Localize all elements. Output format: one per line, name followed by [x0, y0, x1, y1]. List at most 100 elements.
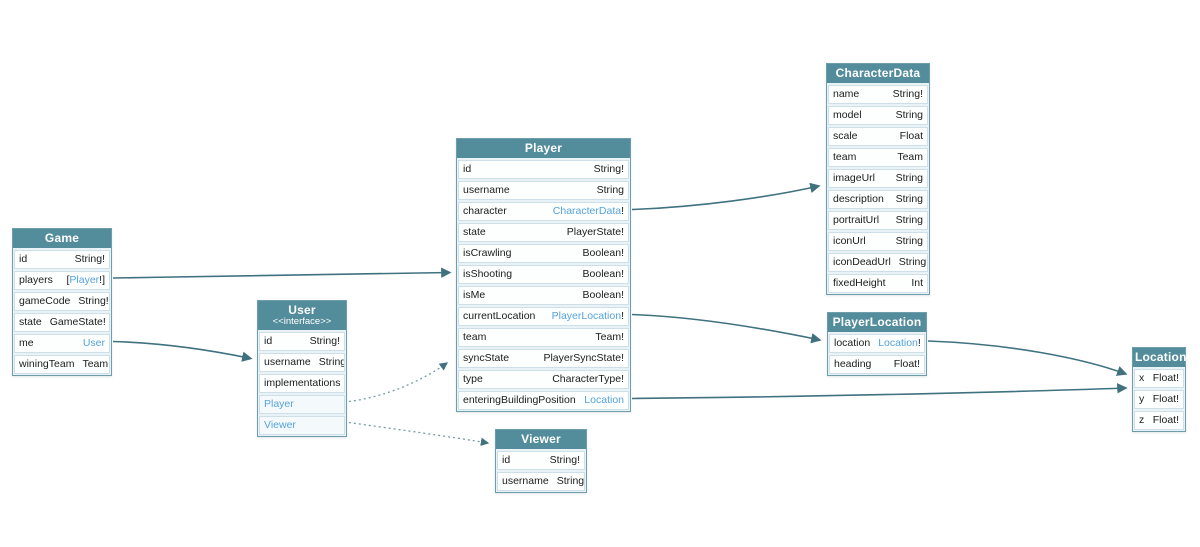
field-name: id — [264, 335, 273, 347]
field-type[interactable]: CharacterData! — [553, 205, 624, 218]
type-text: String — [596, 184, 624, 196]
field-row-state[interactable]: state PlayerState! — [458, 223, 629, 242]
type-link[interactable]: User — [82, 337, 105, 349]
type-wrapper-close: !] — [99, 274, 105, 286]
type-link[interactable]: Location — [878, 337, 918, 349]
edge-Player.character-to-CharacterData — [631, 182, 821, 211]
field-name: username — [502, 475, 549, 487]
field-type: String! — [893, 88, 923, 101]
field-type: PlayerState! — [567, 226, 624, 239]
type-text: Float — [899, 130, 923, 142]
table-header-player[interactable]: Player — [457, 139, 630, 158]
field-type[interactable]: User — [83, 337, 105, 350]
table-header-characterdata[interactable]: CharacterData — [827, 64, 929, 83]
type-text: String — [556, 475, 585, 487]
type-text: Float! — [1152, 372, 1179, 384]
type-link[interactable]: PlayerLocation — [551, 310, 622, 322]
type-link[interactable]: Location — [584, 394, 624, 406]
table-header-game[interactable]: Game — [13, 229, 111, 248]
type-wrapper-open: [ — [66, 274, 70, 286]
field-row-enteringbuildingposition[interactable]: enteringBuildingPosition Location — [458, 391, 629, 410]
field-type: Float! — [1153, 372, 1179, 385]
edge-Game.me-to-User — [112, 340, 253, 362]
field-type[interactable]: PlayerLocation! — [552, 310, 624, 323]
field-row-username[interactable]: username String — [497, 472, 585, 491]
table-header-user[interactable]: User<<interface>> — [258, 301, 346, 330]
field-type: PlayerSyncState! — [543, 352, 624, 365]
field-name: state — [463, 226, 486, 238]
field-row-character[interactable]: character CharacterData! — [458, 202, 629, 221]
field-name: enteringBuildingPosition — [463, 394, 576, 406]
field-row-id[interactable]: id String! — [259, 332, 345, 351]
type-text: String! — [309, 335, 340, 347]
table-header-viewer[interactable]: Viewer — [496, 430, 586, 449]
implementation-row-viewer[interactable]: Viewer — [259, 416, 345, 435]
field-row-team[interactable]: team Team — [828, 148, 928, 167]
field-name: team — [833, 151, 857, 163]
field-type[interactable]: Location — [584, 394, 624, 407]
field-row-players[interactable]: players[Player!] — [14, 271, 110, 290]
field-type[interactable]: [Player!] — [66, 274, 105, 287]
implementation-row-player[interactable]: Player — [259, 395, 345, 414]
type-text: PlayerSyncState! — [543, 352, 624, 364]
field-type: String — [896, 193, 923, 206]
field-name: character — [463, 205, 507, 217]
type-link[interactable]: Player — [69, 274, 100, 286]
type-text: Boolean! — [582, 247, 624, 259]
field-type: String! — [594, 163, 624, 176]
table-title: User — [288, 303, 316, 317]
table-header-playerlocation[interactable]: PlayerLocation — [828, 313, 926, 332]
type-link[interactable]: Player — [264, 398, 294, 410]
field-type[interactable]: Location! — [878, 337, 921, 350]
table-header-location[interactable]: Location — [1133, 348, 1186, 367]
field-type: String! — [75, 253, 105, 266]
field-type: Team — [897, 151, 923, 164]
field-type: String — [899, 256, 926, 269]
table-title: PlayerLocation — [832, 315, 922, 329]
type-link[interactable]: Viewer — [264, 419, 296, 431]
field-type: Boolean! — [583, 289, 624, 302]
field-name: gameCode — [19, 295, 71, 307]
field-name: type — [463, 373, 483, 385]
section-label: implementations — [264, 377, 341, 389]
type-link[interactable]: CharacterData — [552, 205, 622, 217]
